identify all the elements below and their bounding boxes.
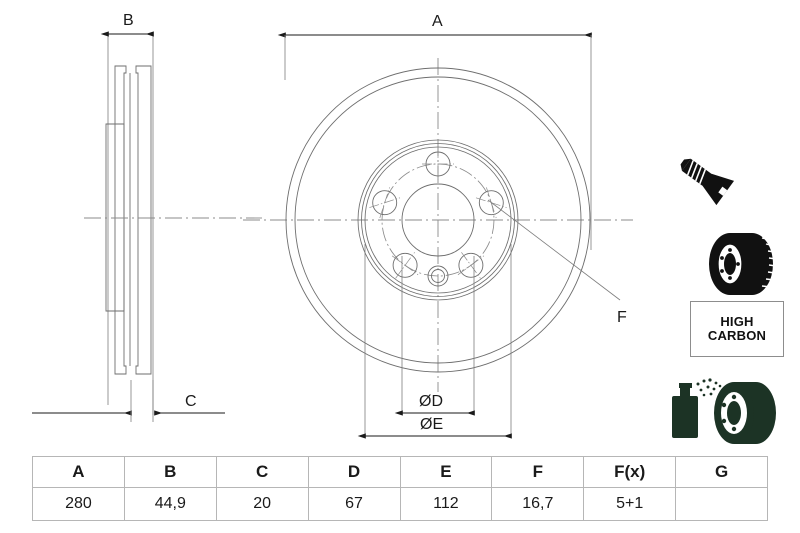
dimension-C <box>32 380 225 422</box>
table-cell-b: 44,9 <box>123 487 217 521</box>
table-header-g: G <box>675 456 768 488</box>
bolt-holes <box>369 148 507 279</box>
dimension-label-A: A <box>432 13 443 30</box>
disc-hub-bell-profile <box>105 123 125 312</box>
high-carbon-line-1: HIGH <box>720 313 754 329</box>
table-cell-g <box>675 487 768 521</box>
center-bore-circle <box>401 183 475 257</box>
table-header-b: B <box>123 456 217 488</box>
high-carbon-badge: HIGH CARBON <box>690 301 784 357</box>
dimension-A <box>277 32 592 250</box>
side-view-group <box>32 31 262 422</box>
table-header-e: E <box>399 456 493 488</box>
table-header-f: F <box>491 456 585 488</box>
table-cell-e: 112 <box>399 487 493 521</box>
specification-table: A B C D E F F(x) G 280 44,9 20 67 112 16… <box>32 456 768 521</box>
disc-outer-circles <box>285 67 591 373</box>
coating-spray-disc-icon <box>672 378 776 444</box>
leader-line-F <box>487 199 621 301</box>
table-cell-a: 280 <box>32 487 125 521</box>
table-cell-fx: 5+1 <box>583 487 677 521</box>
dimension-label-D: ØD <box>419 393 443 410</box>
front-view-group <box>243 32 633 439</box>
high-carbon-line-2: CARBON <box>707 328 767 343</box>
table-header-fx: F(x) <box>583 456 677 488</box>
table-header-row: A B C D E F F(x) G <box>32 456 768 488</box>
table-header-c: C <box>215 456 309 488</box>
projection-lines <box>364 244 512 437</box>
dimension-label-C: C <box>185 393 197 410</box>
table-cell-f: 16,7 <box>491 487 585 521</box>
vented-brake-disc-icon <box>709 233 777 295</box>
countersunk-screw-icon <box>680 158 735 206</box>
bolt-pitch-circle <box>381 163 495 277</box>
table-header-a: A <box>32 456 125 488</box>
table-cell-c: 20 <box>215 487 309 521</box>
disc-side-profile <box>114 65 152 375</box>
dimension-label-F: F <box>617 309 627 326</box>
dimension-label-B: B <box>123 12 134 29</box>
table-header-d: D <box>307 456 401 488</box>
table-row: 280 44,9 20 67 112 16,7 5+1 <box>32 487 768 521</box>
table-cell-d: 67 <box>307 487 401 521</box>
dimension-label-E: ØE <box>420 416 444 433</box>
locating-pin-hole <box>427 265 449 287</box>
